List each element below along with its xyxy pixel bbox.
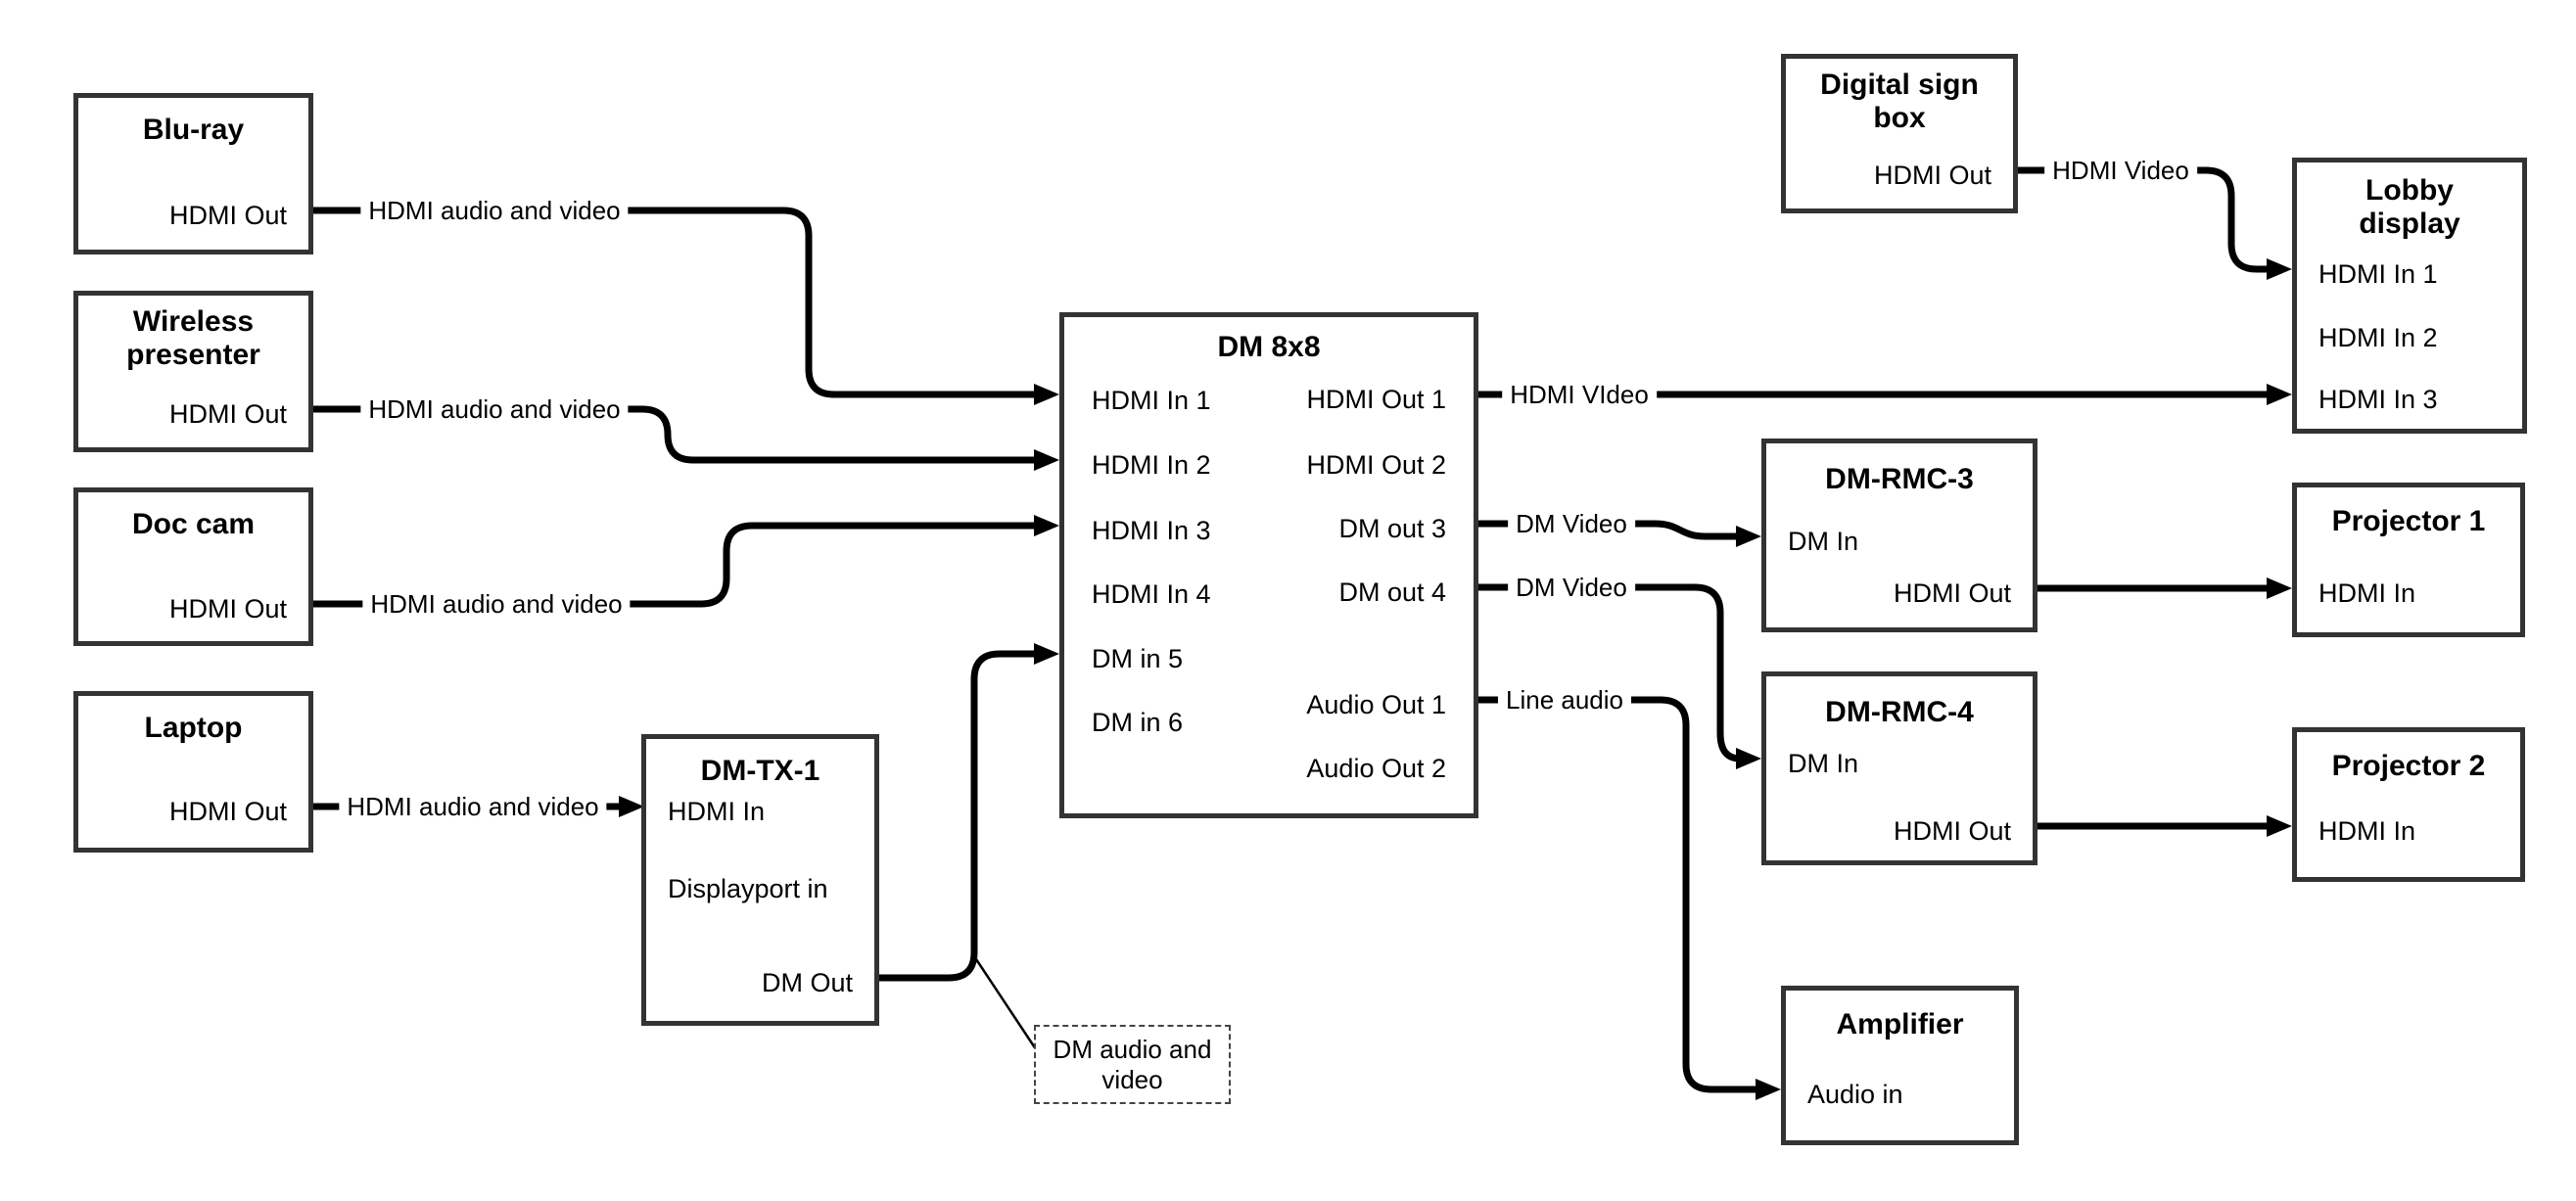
port-wireless-hdmi-out: HDMI Out xyxy=(168,399,287,429)
edge-label-sign-hdmi-video: HDMI Video xyxy=(2044,155,2197,186)
port-sign-hdmi-out: HDMI Out xyxy=(1873,161,1991,190)
edge-label-wireless: HDMI audio and video xyxy=(360,393,629,425)
port-amp-audio-in: Audio in xyxy=(1807,1080,1903,1109)
arrow-dmtx1-hdmi-in xyxy=(619,796,644,817)
port-rmc3-hdmi-out: HDMI Out xyxy=(1893,578,2011,608)
port-proj1-hdmi-in: HDMI In xyxy=(2318,578,2416,608)
edge-label-line-audio: Line audio xyxy=(1498,684,1631,716)
arrow-dm8x8-hdmi-in1 xyxy=(1034,384,1059,405)
port-dm8x8-hdmi-in-3: HDMI In 3 xyxy=(1092,516,1211,545)
port-dm8x8-dm-out-3: DM out 3 xyxy=(1338,514,1446,543)
node-digital-sign-box: Digital sign box HDMI Out xyxy=(1781,54,2018,213)
node-laptop: Laptop HDMI Out xyxy=(73,691,313,853)
node-title: DM-RMC-4 xyxy=(1825,696,1974,728)
wire-bluray-to-dm8x8 xyxy=(311,207,1038,398)
node-title: Blu-ray xyxy=(142,114,245,146)
port-dmtx1-dm-out: DM Out xyxy=(761,968,853,997)
edge-label-dm-video-out4: DM Video xyxy=(1508,572,1635,603)
node-doc-cam: Doc cam HDMI Out xyxy=(73,487,313,646)
arrowheads xyxy=(619,258,2292,1100)
arrow-rmc3-dm-in xyxy=(1736,526,1761,547)
port-dm8x8-hdmi-out-2: HDMI Out 2 xyxy=(1306,450,1446,480)
node-amplifier: Amplifier Audio in xyxy=(1781,986,2019,1145)
port-lobby-hdmi-in-2: HDMI In 2 xyxy=(2318,323,2438,352)
node-blu-ray: Blu-ray HDMI Out xyxy=(73,93,313,254)
node-title: DM-TX-1 xyxy=(700,755,820,787)
edge-label-doccam: HDMI audio and video xyxy=(362,588,631,620)
node-title: Projector 2 xyxy=(2331,750,2486,782)
edge-label-bluray: HDMI audio and video xyxy=(360,195,629,226)
arrow-lobby-hdmi-in1 xyxy=(2267,258,2292,280)
wire-sign-to-lobby xyxy=(2016,166,2271,273)
port-dm8x8-dm-in-6: DM in 6 xyxy=(1092,708,1184,737)
port-dm8x8-dm-in-5: DM in 5 xyxy=(1092,644,1184,673)
port-dmtx1-displayport-in: Displayport in xyxy=(668,874,828,903)
node-projector-1: Projector 1 HDMI In xyxy=(2292,483,2525,637)
port-dm8x8-hdmi-out-1: HDMI Out 1 xyxy=(1306,385,1446,414)
node-dm-tx-1: DM-TX-1 HDMI In Displayport in DM Out xyxy=(641,734,879,1026)
edge-label-hdmi-video-out1: HDMI VIdeo xyxy=(1502,379,1657,410)
arrow-dm8x8-hdmi-in3 xyxy=(1034,515,1059,536)
port-dm8x8-audio-out-2: Audio Out 2 xyxy=(1306,754,1446,783)
port-dm8x8-hdmi-in-1: HDMI In 1 xyxy=(1092,386,1211,415)
node-dm-rmc-3: DM-RMC-3 DM In HDMI Out xyxy=(1761,439,2037,632)
arrow-proj1-hdmi-in xyxy=(2267,577,2292,599)
port-laptop-hdmi-out: HDMI Out xyxy=(168,797,287,826)
port-proj2-hdmi-in: HDMI In xyxy=(2318,816,2416,846)
arrow-amp-audio-in xyxy=(1756,1079,1781,1100)
edge-label-dm-video-out3: DM Video xyxy=(1508,508,1635,539)
node-wireless-presenter: Wireless presenter HDMI Out xyxy=(73,291,313,452)
port-dm8x8-audio-out-1: Audio Out 1 xyxy=(1306,690,1446,719)
port-dmtx1-hdmi-in: HDMI In xyxy=(668,797,766,826)
callout-leader-line xyxy=(974,958,1038,1050)
node-title: Digital sign box xyxy=(1820,69,1979,134)
wire-audioout1-to-amp xyxy=(1476,696,1757,1093)
node-title: DM-RMC-3 xyxy=(1825,463,1974,495)
wire-dmtx1-to-dm8x8 xyxy=(877,650,1038,982)
wire-wireless-to-dm8x8 xyxy=(311,405,1038,464)
arrow-lobby-hdmi-in3 xyxy=(2267,384,2292,405)
arrow-rmc4-dm-in xyxy=(1736,748,1761,769)
node-title: Amplifier xyxy=(1836,1008,1964,1040)
node-title: Lobby display xyxy=(2359,174,2460,240)
wire-doccam-to-dm8x8 xyxy=(311,522,1038,608)
arrow-dm8x8-dm-in5 xyxy=(1034,643,1059,665)
node-title: Wireless presenter xyxy=(126,305,260,371)
port-dm8x8-hdmi-in-2: HDMI In 2 xyxy=(1092,450,1211,480)
port-rmc4-hdmi-out: HDMI Out xyxy=(1893,816,2011,846)
arrow-proj2-hdmi-in xyxy=(2267,815,2292,837)
wire-dmout4-to-rmc4 xyxy=(1476,583,1741,762)
port-rmc3-dm-in: DM In xyxy=(1788,527,1859,556)
node-dm-rmc-4: DM-RMC-4 DM In HDMI Out xyxy=(1761,671,2037,865)
port-dm8x8-dm-out-4: DM out 4 xyxy=(1338,577,1446,607)
node-title: DM 8x8 xyxy=(1217,331,1321,363)
port-dm8x8-hdmi-in-4: HDMI In 4 xyxy=(1092,579,1211,609)
callout-dm-audio-video: DM audio and video xyxy=(1034,1025,1231,1104)
node-lobby-display: Lobby display HDMI In 1 HDMI In 2 HDMI I… xyxy=(2292,158,2527,434)
port-doccam-hdmi-out: HDMI Out xyxy=(168,594,287,624)
node-title: Laptop xyxy=(144,712,243,744)
node-dm-8x8: DM 8x8 HDMI In 1 HDMI In 2 HDMI In 3 HDM… xyxy=(1059,312,1478,818)
wire-dmout3-to-rmc3 xyxy=(1476,520,1740,540)
node-title: Doc cam xyxy=(131,508,256,540)
port-rmc4-dm-in: DM In xyxy=(1788,749,1859,778)
node-projector-2: Projector 2 HDMI In xyxy=(2292,727,2525,882)
node-title: Projector 1 xyxy=(2331,505,2486,537)
port-lobby-hdmi-in-3: HDMI In 3 xyxy=(2318,385,2438,414)
port-bluray-hdmi-out: HDMI Out xyxy=(168,201,287,230)
arrow-dm8x8-hdmi-in2 xyxy=(1034,449,1059,471)
edge-label-laptop: HDMI audio and video xyxy=(339,791,607,822)
port-lobby-hdmi-in-1: HDMI In 1 xyxy=(2318,259,2438,289)
